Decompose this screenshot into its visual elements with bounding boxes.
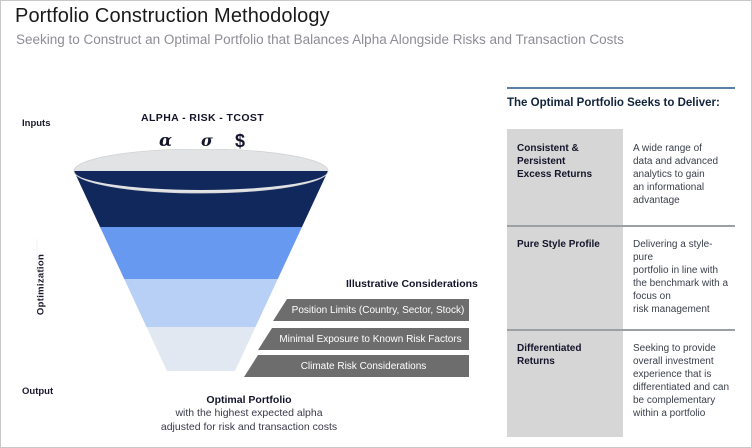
consideration-chevron-1[interactable]: Position Limits (Country, Sector, Stock)	[273, 299, 469, 321]
page-subtitle: Seeking to Construct an Optimal Portfoli…	[16, 32, 624, 47]
panel-heading: The Optimal Portfolio Seeks to Deliver:	[507, 97, 720, 109]
row-label: Pure Style Profile	[507, 225, 623, 329]
funnel-heading: ALPHA - RISK - TCOST	[141, 112, 265, 124]
right-panel-header: The Optimal Portfolio Seeks to Deliver:	[507, 87, 735, 109]
consideration-label-3: Climate Risk Considerations	[300, 360, 427, 372]
chevron-shape	[258, 328, 469, 350]
panel-accent-rule	[507, 87, 735, 89]
optimal-portfolio-line-1: with the highest expected alpha	[175, 407, 323, 419]
optimal-portfolio-title: Optimal Portfolio	[206, 394, 292, 406]
row-divider	[507, 329, 735, 331]
dotted-down-arrow-icon	[36, 239, 38, 271]
axis-label-output: Output	[22, 386, 54, 397]
consideration-chevron-2[interactable]: Minimal Exposure to Known Risk Factors	[258, 328, 469, 350]
funnel-band-risk	[74, 227, 328, 279]
optimal-portfolio-caption: Optimal Portfolio with the highest expec…	[101, 393, 397, 434]
consideration-label-1: Position Limits (Country, Sector, Stock)	[291, 304, 465, 316]
page-title: Portfolio Construction Methodology	[15, 5, 330, 27]
optimal-portfolio-line-2: adjusted for risk and transaction costs	[160, 420, 338, 433]
chevron-shape	[273, 299, 469, 321]
sigma-symbol: σ	[201, 131, 213, 150]
consideration-chevron-3[interactable]: Climate Risk Considerations	[244, 355, 469, 377]
funnel-band-alpha	[74, 171, 328, 227]
chevron-shape	[244, 355, 469, 377]
dollar-symbol: $	[235, 131, 246, 151]
considerations-title: Illustrative Considerations	[346, 278, 478, 290]
alpha-symbol: α	[159, 131, 173, 151]
table-row: Pure Style Profile Delivering a style-pu…	[507, 225, 735, 329]
row-divider	[507, 225, 735, 227]
consideration-label-2: Minimal Exposure to Known Risk Factors	[279, 333, 462, 345]
axis-label-inputs: Inputs	[22, 118, 51, 129]
